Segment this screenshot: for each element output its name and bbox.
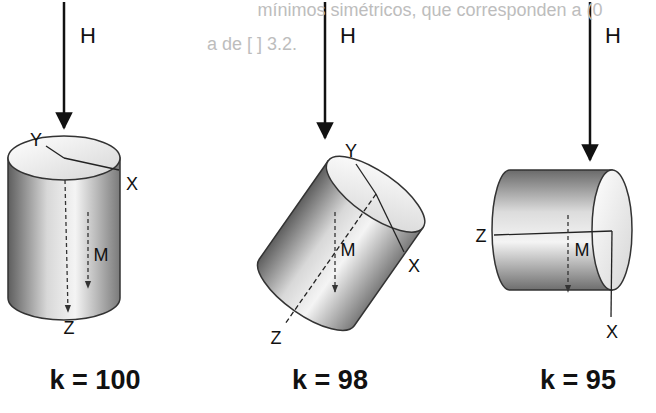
moment-label: M [575,241,590,259]
anisotropy-value: k = 95 [540,367,616,394]
cylinder-horizontal [492,170,632,317]
axis-label: Y [345,142,357,160]
axis-label: Z [64,319,75,337]
field-arrow [64,2,590,160]
moment-label: M [94,246,109,264]
field-label: H [340,25,356,47]
field-label: H [605,25,621,47]
anisotropy-value: k = 98 [292,367,368,394]
axis-label: Y [30,131,42,149]
axis-label: X [606,323,618,341]
bleed-text: mínimos simétricos, que corresponden a (… [257,1,602,19]
axis-label: X [126,175,138,193]
axis-label: Z [271,329,282,347]
moment-label: M [341,241,356,259]
cylinder-vertical [8,136,120,320]
axis-label: Z [476,227,487,245]
field-label: H [80,25,96,47]
anisotropy-value: k = 100 [50,367,141,394]
axis-label: X [408,257,420,275]
bleed-text: a de [ ] 3.2. [207,35,297,53]
cylinder-tilted [247,143,436,344]
